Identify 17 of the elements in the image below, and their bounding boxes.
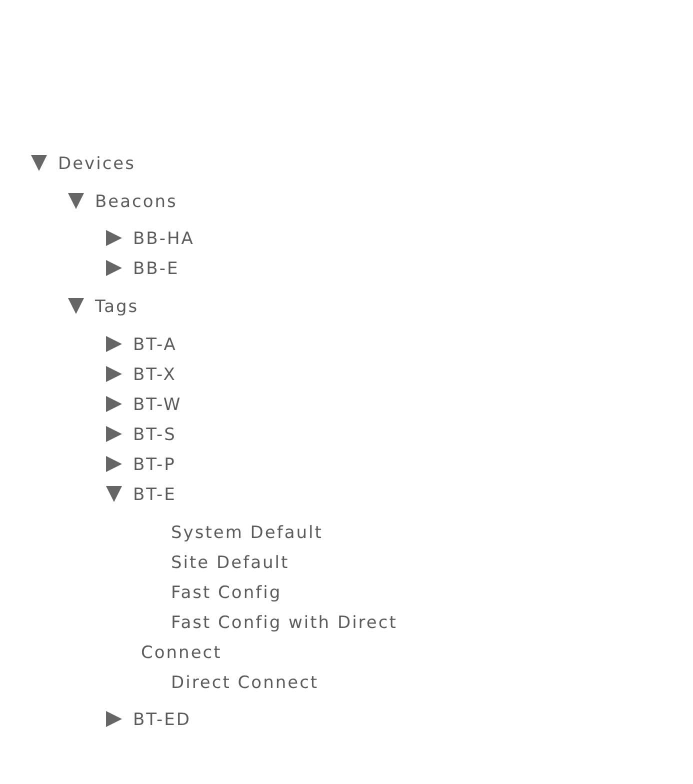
tree-item-label: BT-A bbox=[133, 334, 177, 357]
tree-item-label: BT-E bbox=[133, 484, 176, 507]
tree-item-label: Beacons bbox=[95, 191, 178, 214]
tree-item-label: Site Default bbox=[171, 552, 290, 575]
tree-item-label: BT-S bbox=[133, 424, 176, 447]
tree-item-label: BT-P bbox=[133, 454, 176, 477]
tree-item-label: BT-W bbox=[133, 394, 182, 417]
tree-item-label: BT-X bbox=[133, 364, 176, 387]
tree-item-label: Fast Config with Direct Connect bbox=[141, 612, 398, 665]
tree-item-label: Tags bbox=[95, 296, 139, 319]
tree-item-label: Fast Config bbox=[171, 582, 282, 605]
tree-item-label: BB-E bbox=[133, 258, 180, 281]
tree-item-label: BT-ED bbox=[133, 709, 191, 732]
tree-item-label: System Default bbox=[171, 522, 323, 545]
tree-item-label: Direct Connect bbox=[171, 672, 319, 695]
tree-item-label: BB-HA bbox=[133, 228, 194, 251]
tree-item-label: Devices bbox=[58, 153, 136, 176]
